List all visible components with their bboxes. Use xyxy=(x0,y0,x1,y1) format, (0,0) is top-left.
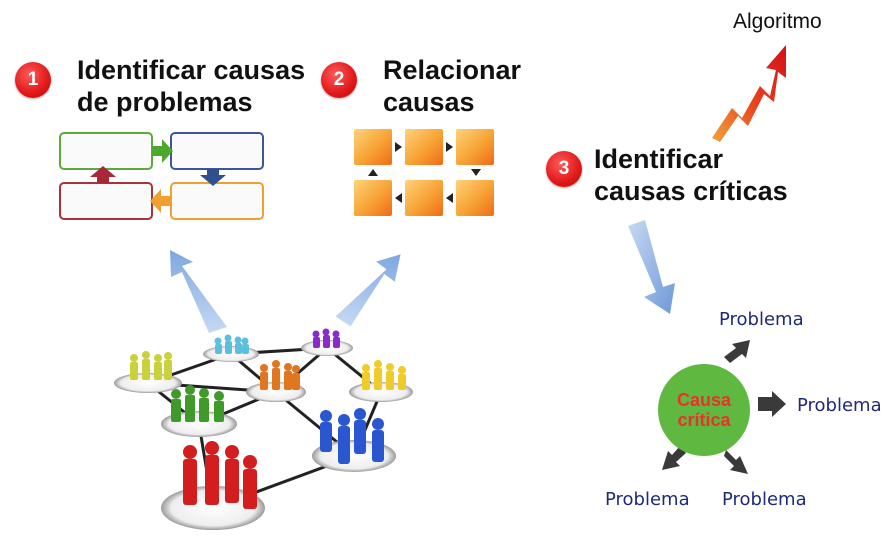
flow-boxes-diagram xyxy=(59,132,264,220)
arrow-up-right-icon xyxy=(724,340,750,363)
problem-label-right: Problema xyxy=(797,395,882,416)
critical-cause-label: Causa crítica xyxy=(662,390,746,430)
critical-cause-line2: crítica xyxy=(677,410,731,430)
arrow-right-icon xyxy=(758,391,786,417)
orange-blocks-diagram xyxy=(354,129,494,216)
step-3-badge: 3 xyxy=(546,151,582,187)
step-3-title-line2: causas críticas xyxy=(594,176,788,206)
step-2-badge: 2 xyxy=(321,62,357,98)
step-1-title: Identificar causas de problemas xyxy=(77,54,305,118)
problem-arrows xyxy=(662,340,786,474)
step-2-title: Relacionar causas xyxy=(383,54,521,118)
step-2-title-line2: causas xyxy=(383,87,475,117)
critical-cause-line1: Causa xyxy=(676,390,732,410)
step-1-badge: 1 xyxy=(15,62,51,98)
algorithm-label: Algoritmo xyxy=(733,10,822,33)
critical-cause-circle: Causa crítica xyxy=(658,364,750,456)
step-1-title-line1: Identificar causas xyxy=(77,55,306,85)
step-3-title: Identificar causas críticas xyxy=(594,143,788,207)
arrow-down-left-icon xyxy=(662,446,686,470)
algorithm-zigzag-arrow-icon xyxy=(712,45,786,142)
step-3-title-line1: Identificar xyxy=(594,144,724,174)
problem-label-bottom-left: Problema xyxy=(605,489,690,510)
arrow-down-right-icon xyxy=(724,450,748,474)
people-network-image xyxy=(114,328,413,530)
blue-arrow-left-icon xyxy=(170,250,227,333)
problem-label-top: Problema xyxy=(719,309,804,330)
step-2-title-line1: Relacionar xyxy=(383,55,522,85)
blue-arrow-right-icon xyxy=(335,254,401,327)
blue-arrow-down-icon xyxy=(628,220,675,314)
problem-label-bottom-right: Problema xyxy=(722,489,807,510)
step-1-title-line2: de problemas xyxy=(77,87,253,117)
